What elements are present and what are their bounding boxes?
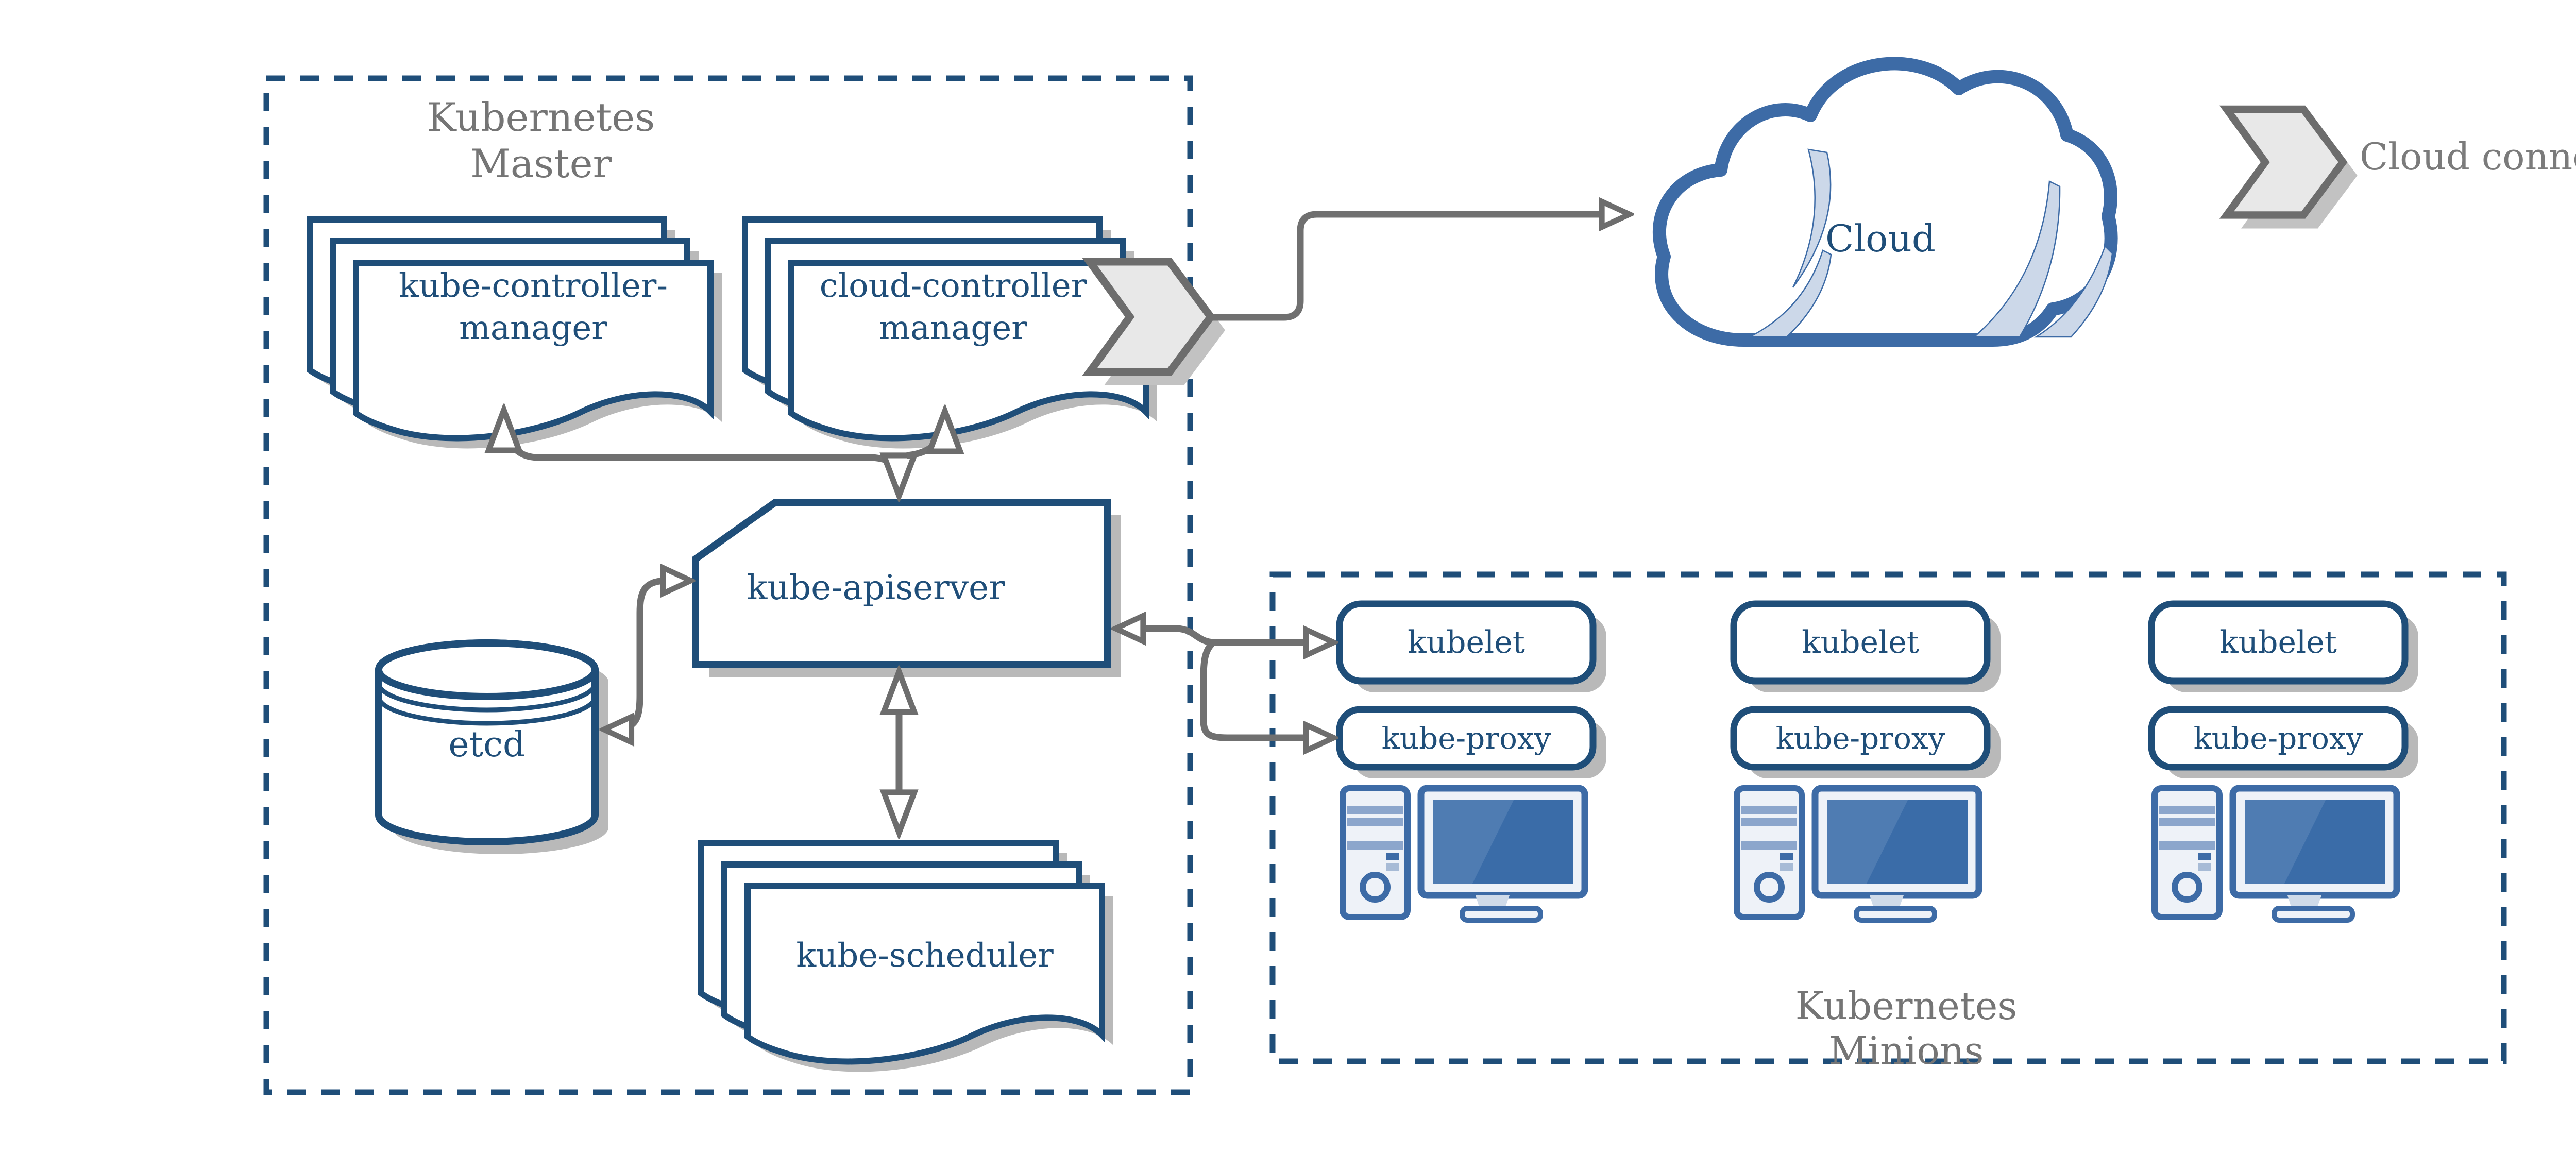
controller-to-apiserver-line (504, 412, 899, 494)
kube-proxy-box (1340, 709, 1593, 767)
kube-apiserver-node (696, 502, 1121, 677)
cloud-connector-legend-icon (2227, 109, 2358, 229)
etcd-node (375, 639, 608, 854)
cloud-connector-line (1210, 214, 1628, 321)
kube-proxy-box (2151, 709, 2405, 767)
workstation-icon (1343, 788, 1585, 920)
kube-scheduler-stack (701, 843, 1113, 1072)
apiserver-kube-proxy-line (1200, 641, 1332, 738)
kubelet-box (1340, 604, 1593, 681)
workstation-icon (1737, 788, 1979, 920)
kube-controller-manager-stack (310, 219, 722, 449)
kubelet-box (1734, 604, 1987, 681)
kube-proxy-box (1734, 709, 1987, 767)
stack-icon (748, 886, 1102, 1061)
master-boundary (263, 75, 1193, 1095)
apiserver-kubelet-line (1117, 629, 1332, 642)
cloud-icon (1652, 57, 2118, 347)
cloud-controller-manager-stack (745, 219, 1157, 449)
workstation-icon (2155, 788, 2397, 920)
apiserver-to-cloud-controller-line (906, 413, 945, 459)
stack-icon (791, 263, 1146, 438)
minion-pills (1340, 604, 2418, 778)
stack-icon (356, 263, 710, 438)
kubelet-box (2151, 604, 2405, 681)
connectors (504, 214, 1628, 830)
apiserver-etcd-line (605, 581, 689, 730)
minions-boundary (1269, 571, 2507, 1064)
cloud-node (1652, 57, 2118, 347)
